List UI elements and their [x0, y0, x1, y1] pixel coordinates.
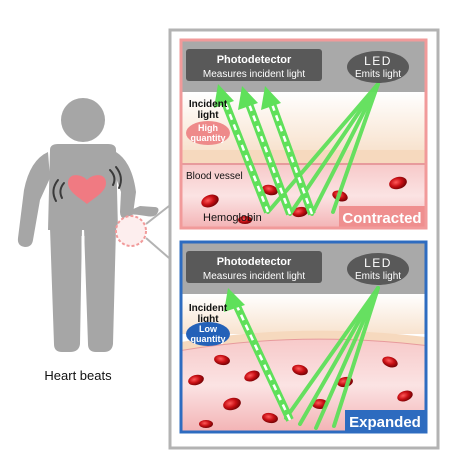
- quantity-badge-low: Low quantity: [186, 322, 230, 346]
- person-left-arm: [17, 152, 50, 247]
- person-head: [61, 98, 105, 142]
- photodetector-subtitle: Measures incident light: [203, 69, 305, 80]
- panel-contracted: Contracted Photodetector Measures incide…: [179, 38, 428, 230]
- led-subtitle: Emits light: [355, 69, 401, 80]
- photodetector-box: Photodetector Measures incident light: [186, 251, 322, 283]
- person-left-leg: [50, 228, 82, 352]
- zoom-connector: [145, 205, 170, 259]
- state-badge-expanded: [345, 410, 426, 432]
- incident-light-line1: Incident: [189, 303, 228, 314]
- state-label: Contracted: [342, 210, 421, 227]
- incident-light-line2: light: [197, 110, 219, 121]
- heart-icon: [68, 175, 106, 204]
- blood-vessel-label: Blood vessel: [186, 171, 243, 182]
- quantity-high-line1: High: [198, 123, 218, 133]
- photodetector-title: Photodetector: [217, 256, 292, 268]
- led-title: LED: [364, 256, 392, 270]
- led-emitter: LED Emits light: [347, 253, 409, 285]
- hemoglobin-label: Hemoglobin: [203, 212, 262, 224]
- person-caption: Heart beats: [44, 368, 112, 383]
- led-subtitle: Emits light: [355, 271, 401, 282]
- incident-light-label: Incident light: [189, 99, 228, 121]
- incident-light-line1: Incident: [189, 99, 228, 110]
- reflected-light-arrows: [214, 84, 316, 216]
- led-emitter: LED Emits light: [347, 51, 409, 83]
- person-right-leg: [84, 228, 116, 352]
- led-title: LED: [364, 54, 392, 68]
- heartbeat-lines-icon: [52, 166, 122, 202]
- photodetector-title: Photodetector: [217, 54, 292, 66]
- person-right-arm: [116, 152, 136, 220]
- state-label: Expanded: [349, 414, 421, 431]
- photodetector-subtitle: Measures incident light: [203, 271, 305, 282]
- person-figure: [17, 98, 159, 352]
- quantity-badge-high: High quantity: [186, 121, 230, 145]
- photodetector-box: Photodetector Measures incident light: [186, 49, 322, 81]
- reflected-light-arrows: [224, 288, 294, 422]
- quantity-high-line2: quantity: [191, 133, 226, 143]
- incident-light-line2: light: [197, 314, 219, 325]
- emitted-light-beams: [284, 286, 380, 430]
- quantity-low-line2: quantity: [191, 334, 226, 344]
- panel-expanded: Expanded Photodetector Measures incident…: [179, 240, 428, 434]
- state-badge-contracted: [339, 206, 426, 228]
- incident-light-label: Incident light: [189, 303, 228, 325]
- quantity-low-line1: Low: [199, 324, 218, 334]
- blood-vessel: [181, 338, 426, 432]
- person-right-hand: [122, 206, 159, 217]
- wrist-sensor-marker: [115, 215, 147, 247]
